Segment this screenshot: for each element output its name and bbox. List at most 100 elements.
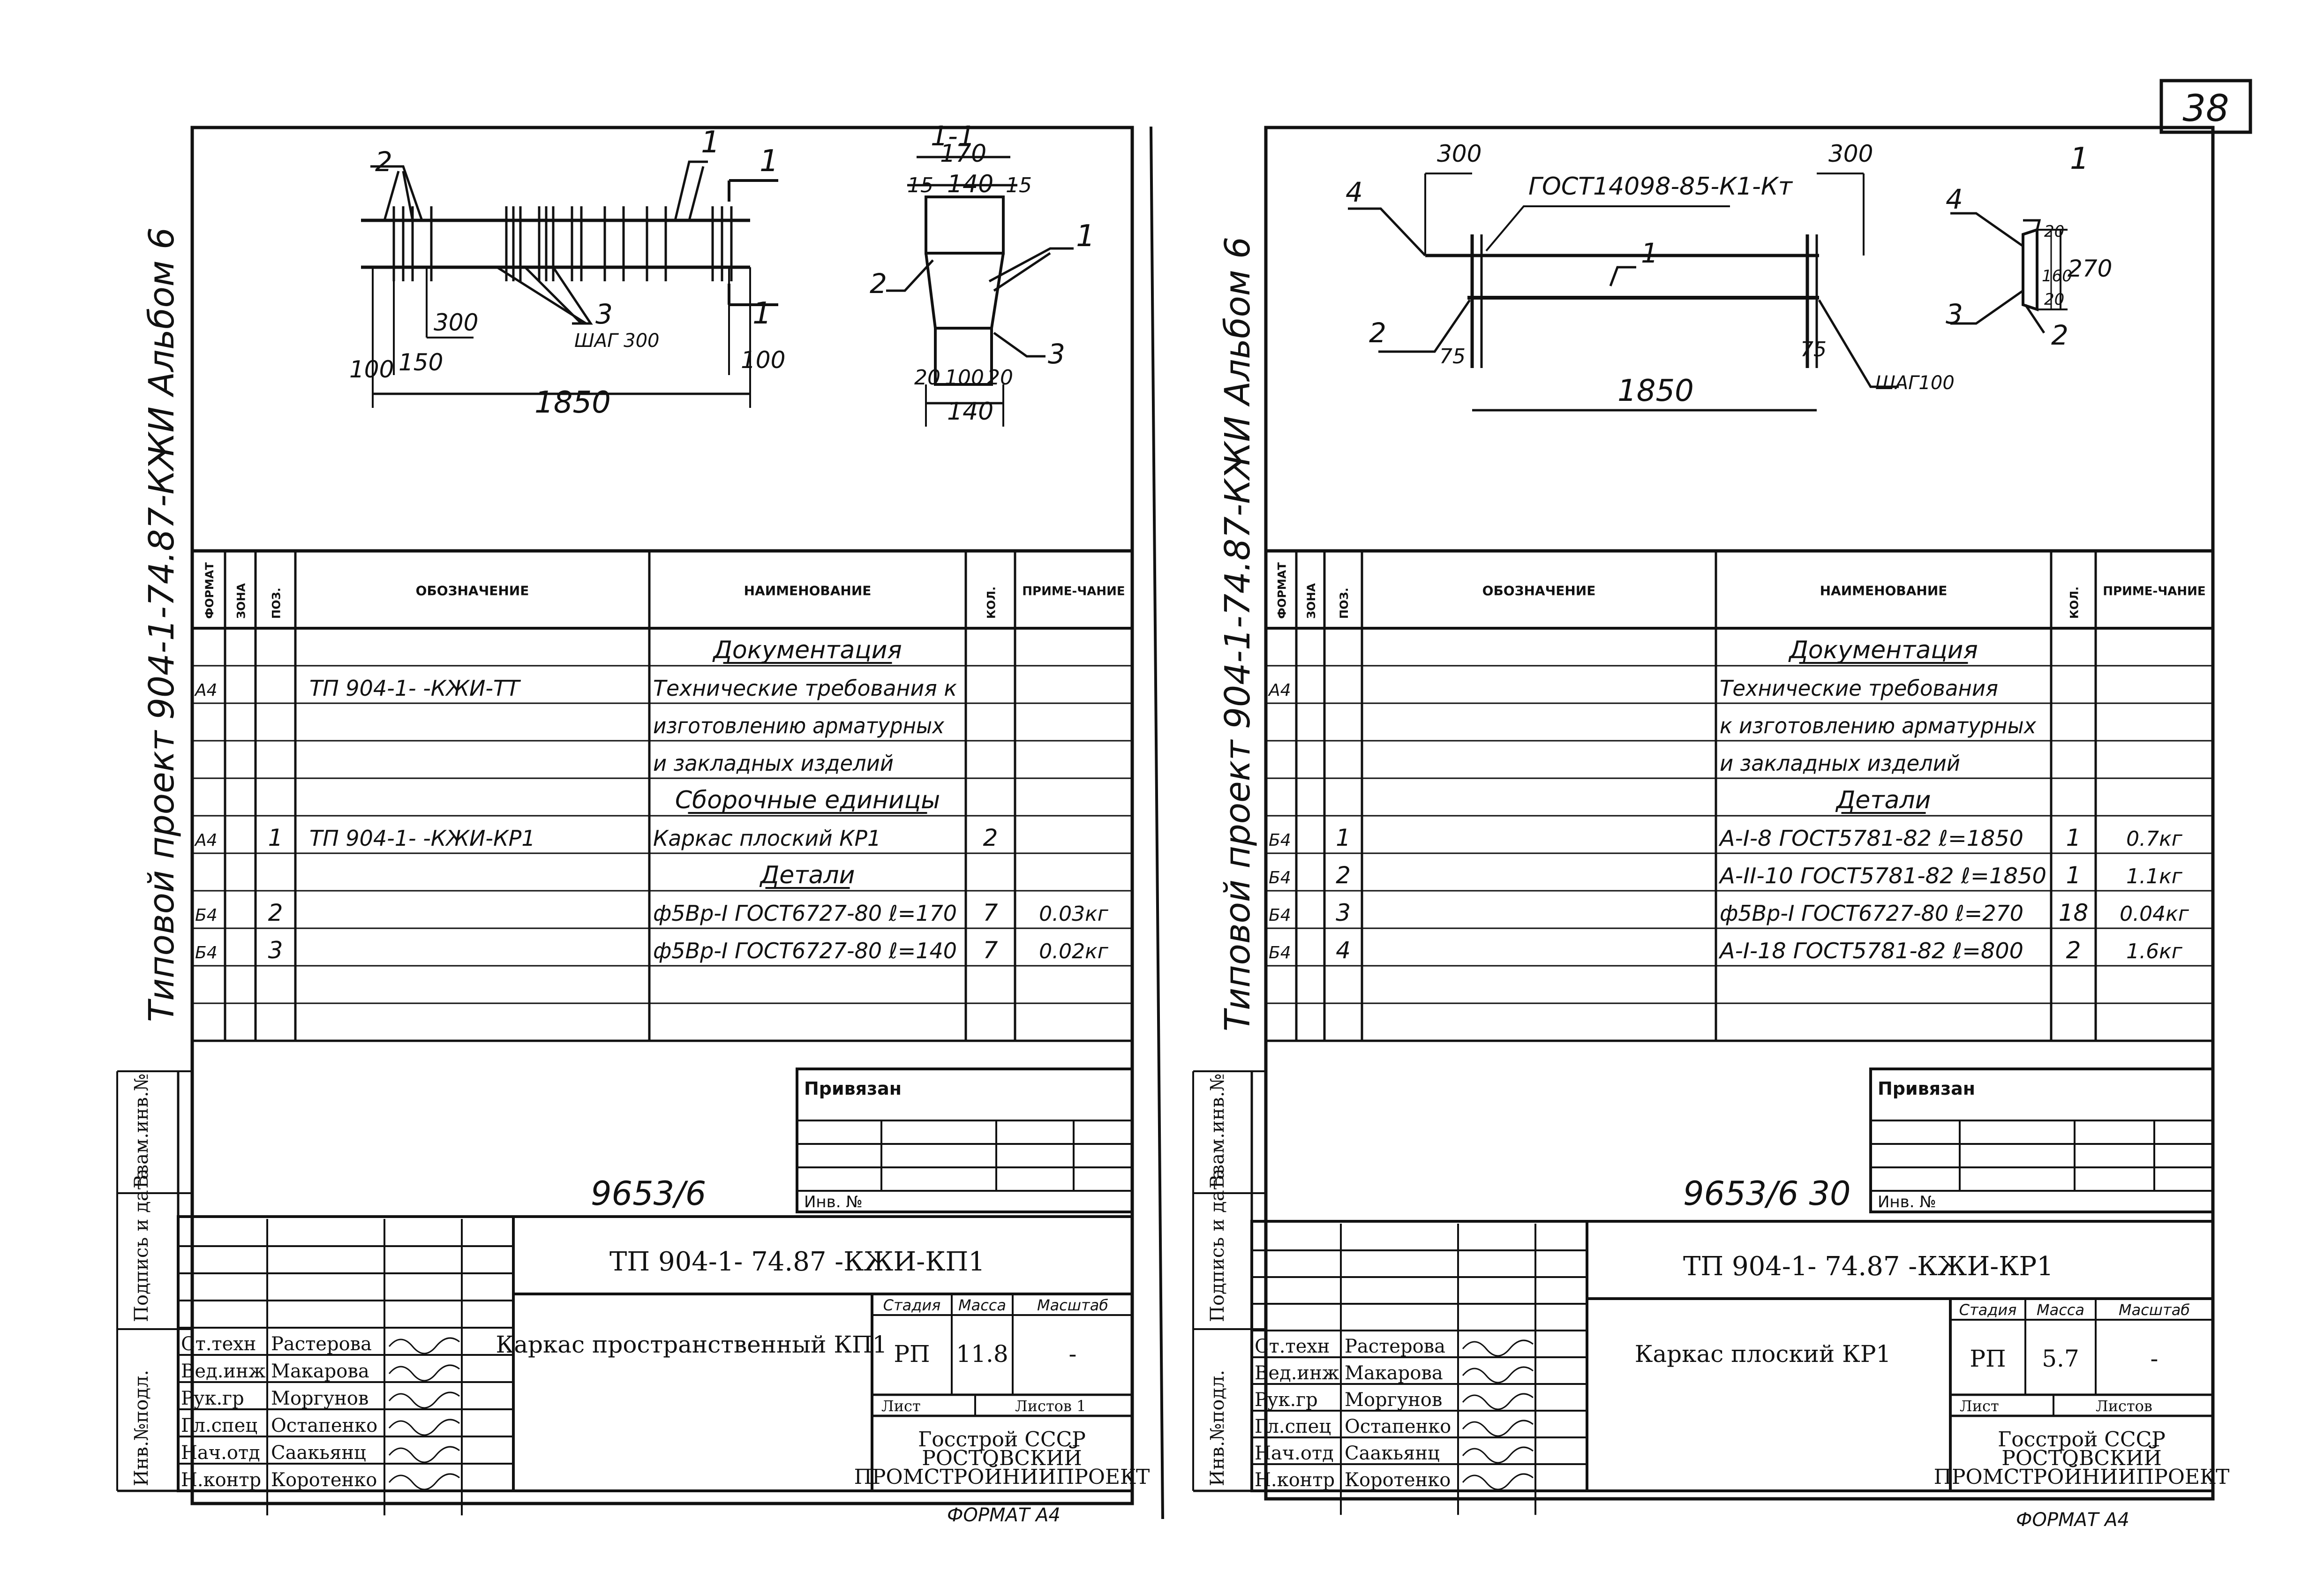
- svg-text:15: 15: [1006, 173, 1032, 197]
- signatory-name: Остапенко: [271, 1415, 377, 1436]
- left-privyazan: Привязан Инв. №: [796, 1068, 1134, 1213]
- spec-header-cell: КОЛ.: [985, 586, 998, 619]
- signatory-name: Коротенко: [1345, 1469, 1451, 1491]
- signature-mark: [388, 1419, 460, 1436]
- spec-cell-format: Б4: [195, 906, 218, 925]
- svg-text:Привязан: Привязан: [1878, 1078, 1975, 1099]
- left-title: Каркас пространственный КП1: [496, 1331, 887, 1358]
- spec-cell-designation: ТП 904-1- -КЖИ-ТТ: [309, 676, 521, 701]
- spec-cell-name: Детали: [760, 861, 855, 889]
- svg-text:11.8: 11.8: [956, 1340, 1008, 1368]
- svg-text:-: -: [1069, 1340, 1077, 1368]
- right-stamp-sign: Подпись и дата: [1207, 1168, 1228, 1322]
- spec-header-cell: ПРИМЕ-ЧАНИЕ: [2103, 585, 2205, 599]
- svg-text:150: 150: [399, 349, 443, 376]
- svg-text:Лист: Лист: [881, 1397, 921, 1415]
- spec-header-cell: ЗОНА: [235, 583, 248, 619]
- svg-text:Госстрой СССР: Госстрой СССР: [918, 1428, 1086, 1451]
- left-album-text: Типовой проект 904-1-74.87-КЖИ Альбом 6: [142, 227, 182, 1022]
- spec-cell-format: Б4: [1269, 868, 1291, 887]
- spec-cell-format: Б4: [1269, 831, 1291, 850]
- svg-text:Инв. №: Инв. №: [1878, 1193, 1936, 1211]
- signature-mark: [1462, 1339, 1534, 1357]
- spec-cell-pos: 1: [1336, 824, 1351, 851]
- spec-cell-name: Технические требования: [1720, 676, 1998, 701]
- svg-text:ПРОМСТРОЙНИИПРОЕКТ: ПРОМСТРОЙНИИПРОЕКТ: [854, 1464, 1150, 1489]
- svg-text:3: 3: [1048, 338, 1065, 370]
- spec-cell-name: Документация: [712, 636, 902, 664]
- right-frame: [1264, 126, 2215, 1501]
- signatory-role: Ст.техн: [181, 1333, 256, 1355]
- left-section-1-1: 1-1 170 15 140 15 2 1 3 20 100 20 140: [870, 120, 1095, 427]
- spec-header-cell: НАИМЕНОВАНИЕ: [744, 583, 872, 599]
- svg-text:2: 2: [1369, 317, 1386, 349]
- spec-cell-name: Детали: [1835, 786, 1931, 814]
- svg-text:1: 1: [1076, 219, 1095, 254]
- spec-cell-name: А-I-18 ГОСТ5781-82 ℓ=800: [1718, 938, 2023, 963]
- spec-header-cell: ПОЗ.: [270, 587, 283, 619]
- signature-mark: [388, 1337, 460, 1354]
- spec-cell-name: ф5Вр-I ГОСТ6727-80 ℓ=140: [653, 938, 957, 963]
- spec-cell-format: Б4: [1269, 943, 1291, 962]
- spec-cell-name: ф5Вр-I ГОСТ6727-80 ℓ=270: [1720, 901, 2023, 926]
- svg-text:160: 160: [2042, 267, 2072, 286]
- signature-mark: [388, 1446, 460, 1463]
- svg-text:1: 1: [2070, 142, 2089, 176]
- svg-text:Масса: Масса: [2037, 1301, 2084, 1319]
- svg-text:Листов: Листов: [2096, 1397, 2152, 1415]
- sheet-separator: [1150, 126, 1164, 1519]
- left-stamp-vzam: Взам.инв.№: [131, 1074, 152, 1188]
- svg-text:Госстрой СССР: Госстрой СССР: [1998, 1428, 2166, 1451]
- left-format: ФОРМАТ А4: [947, 1504, 1060, 1526]
- signatory-name: Коротенко: [271, 1469, 377, 1491]
- signatory-role: Рук.гр: [1255, 1389, 1318, 1411]
- svg-text:3: 3: [595, 298, 613, 330]
- spec-cell-name: Каркас плоский КР1: [653, 826, 881, 851]
- signature-mark: [1462, 1366, 1534, 1383]
- svg-text:Инв. №: Инв. №: [804, 1193, 863, 1211]
- svg-text:20: 20: [914, 366, 940, 390]
- signatory-role: Нач.отд: [181, 1442, 260, 1464]
- right-privyazan: Привязан Инв. №: [1869, 1068, 2214, 1213]
- svg-text:2: 2: [375, 146, 392, 178]
- signatory-name: Макарова: [1345, 1362, 1443, 1384]
- svg-text:2: 2: [2051, 319, 2068, 351]
- svg-text:РОСТОВСКИЙ: РОСТОВСКИЙ: [2001, 1445, 2162, 1470]
- svg-text:75: 75: [1800, 338, 1827, 361]
- svg-text:4: 4: [1946, 183, 1963, 215]
- svg-text:ШАГ100: ШАГ100: [1875, 372, 1955, 394]
- svg-text:100: 100: [349, 356, 394, 383]
- right-title: Каркас плоский КР1: [1635, 1340, 1891, 1368]
- signatory-name: Макарова: [271, 1361, 369, 1382]
- svg-text:20: 20: [987, 366, 1013, 390]
- spec-cell-qty: 7: [983, 899, 998, 926]
- right-section-1-1: 1 4 20 160 20 270 3 2: [1946, 142, 2112, 351]
- svg-text:5.7: 5.7: [2042, 1345, 2079, 1372]
- svg-text:Стадия: Стадия: [1959, 1301, 2017, 1319]
- spec-cell-format: А4: [194, 831, 218, 850]
- spec-cell-qty: 1: [2066, 824, 2081, 851]
- spec-cell-name: и закладных изделий: [653, 751, 894, 776]
- svg-text:ПРОМСТРОЙНИИПРОЕКТ: ПРОМСТРОЙНИИПРОЕКТ: [1934, 1464, 2230, 1489]
- page-number: 38: [2182, 88, 2229, 130]
- spec-cell-pos: 3: [268, 937, 283, 964]
- spec-cell-pos: 2: [268, 899, 283, 926]
- svg-text:Масштаб: Масштаб: [1037, 1296, 1108, 1314]
- svg-text:1: 1: [752, 296, 772, 331]
- spec-cell-format: Б4: [195, 943, 218, 962]
- spec-cell-note: 1.1кг: [2126, 865, 2183, 888]
- svg-text:1850: 1850: [534, 385, 611, 420]
- svg-text:3: 3: [1946, 298, 1963, 330]
- svg-text:1: 1: [760, 144, 779, 179]
- svg-text:270: 270: [2068, 255, 2112, 282]
- svg-text:РП: РП: [894, 1340, 930, 1368]
- right-stamp-inv: Инв.№подл.: [1207, 1370, 1228, 1486]
- spec-cell-name: ф5Вр-I ГОСТ6727-80 ℓ=170: [653, 901, 957, 926]
- signatory-name: Моргунов: [271, 1388, 369, 1409]
- signature-mark: [388, 1473, 460, 1490]
- spec-header-cell: КОЛ.: [2068, 586, 2081, 619]
- left-stamp-sign: Подпись и дата: [131, 1168, 152, 1322]
